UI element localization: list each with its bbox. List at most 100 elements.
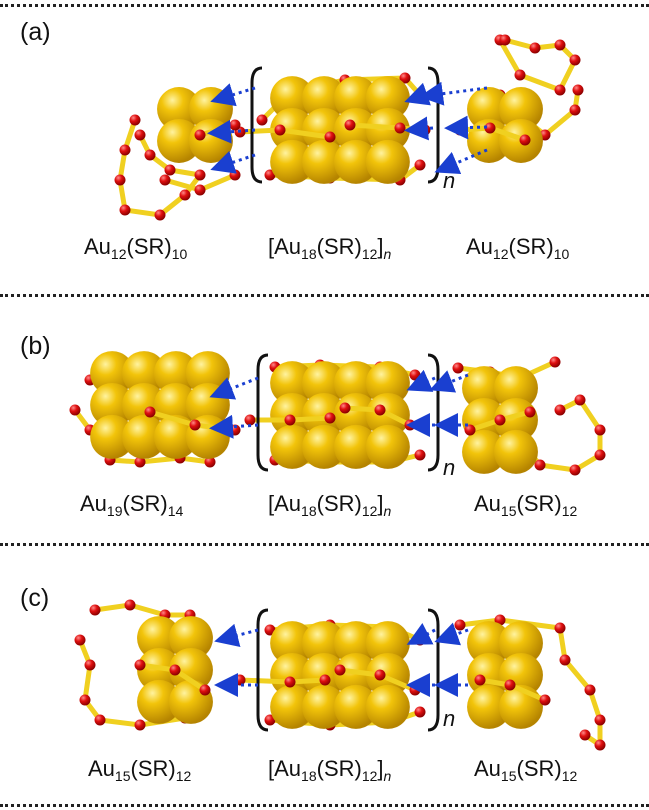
gold-atom [137, 616, 182, 661]
bond [97, 717, 143, 728]
sulfur-atom [134, 129, 146, 141]
sulfur-atom [554, 84, 566, 96]
sulfur-atom [344, 119, 356, 131]
sulfur-atom [584, 684, 596, 696]
bracket [250, 66, 263, 184]
formula-c-left: Au15(SR)12 [88, 756, 192, 784]
sulfur-atom [179, 189, 191, 201]
bond [162, 177, 203, 193]
gold-atom [467, 684, 512, 729]
gold-atom [467, 87, 512, 132]
gold-atom [122, 351, 167, 396]
bond [82, 662, 93, 703]
sulfur-atom [159, 174, 171, 186]
sulfur-atom [284, 676, 296, 688]
bond [577, 397, 603, 433]
gold-atom [153, 414, 198, 459]
gold-atom [365, 684, 410, 729]
sulfur-atom [194, 184, 206, 196]
bond [287, 415, 333, 423]
bracket [427, 66, 440, 184]
sulfur-atom [494, 414, 506, 426]
repeat-n-c: n [443, 706, 456, 731]
bracket [427, 608, 440, 732]
bond [487, 125, 528, 143]
sulfur-atom [134, 659, 146, 671]
formula-a-right: Au12(SR)10 [466, 234, 570, 262]
sulfur-atom [79, 694, 91, 706]
gold-atom [137, 679, 182, 724]
gold-atom [498, 87, 543, 132]
panel-label-b: (b) [20, 332, 51, 360]
gold-atom [302, 361, 347, 406]
bond [342, 405, 383, 413]
gold-atom [365, 139, 410, 184]
gold-atom [270, 621, 315, 666]
sulfur-atom [414, 159, 426, 171]
gold-atom [302, 108, 347, 152]
gold-atom [365, 621, 410, 666]
bond [542, 107, 578, 138]
sulfur-atom [229, 119, 241, 131]
formula-a-center: [Au18(SR)12]n [268, 234, 392, 262]
sulfur-atom [324, 131, 336, 143]
sulfur-atom [114, 174, 126, 186]
sulfur-atom [144, 149, 156, 161]
gold-atom [157, 118, 202, 163]
gold-atom [270, 653, 315, 697]
sulfur-atom [119, 204, 131, 216]
connection-arrow [207, 119, 256, 144]
gold-atom [333, 653, 378, 697]
sulfur-atom [554, 39, 566, 51]
sulfur-atom [189, 419, 201, 431]
sulfur-atom [464, 424, 476, 436]
sulfur-atom [554, 622, 566, 634]
connection-arrow [209, 414, 259, 439]
sulfur-atom [119, 144, 131, 156]
gold-atom [333, 361, 378, 406]
connection-arrow [406, 623, 436, 645]
sulfur-atom [549, 356, 561, 368]
gold-atom [333, 684, 378, 729]
sulfur-atom [399, 72, 411, 84]
sulfur-atom [204, 456, 216, 468]
sulfur-atom [199, 684, 211, 696]
gold-atom [90, 351, 135, 396]
bond [497, 37, 523, 78]
gold-atom [365, 108, 410, 152]
bond [287, 677, 328, 685]
bond [122, 207, 163, 218]
gold-atom [270, 424, 315, 469]
gold-atom [90, 383, 135, 427]
sulfur-atom [569, 104, 581, 116]
sulfur-atom [194, 169, 206, 181]
sulfur-atom [529, 42, 541, 54]
sulfur-atom [244, 414, 256, 426]
bond [277, 127, 333, 140]
divider-top [0, 4, 649, 7]
gold-atom [493, 366, 538, 411]
formula-c-right: Au15(SR)12 [474, 756, 578, 784]
gold-atom [270, 76, 315, 121]
repeat-n-a: n [443, 168, 456, 193]
panel-label-a: (a) [20, 18, 51, 46]
sulfur-atom [569, 54, 581, 66]
sulfur-atom [474, 674, 486, 686]
gold-atom [467, 621, 512, 666]
sulfur-atom [394, 122, 406, 134]
sulfur-atom [256, 114, 268, 126]
bracket [427, 353, 440, 472]
sulfur-atom [134, 456, 146, 468]
gold-atom [157, 87, 202, 132]
sulfur-atom [594, 739, 606, 751]
sulfur-atom [374, 404, 386, 416]
formula-a-left: Au12(SR)10 [84, 234, 188, 262]
bond [237, 677, 293, 685]
gold-atom [122, 414, 167, 459]
gold-atom [270, 684, 315, 729]
panel-label-c: (c) [20, 584, 50, 612]
sulfur-atom [594, 714, 606, 726]
sulfur-atom [74, 634, 86, 646]
sulfur-atom [579, 729, 591, 741]
